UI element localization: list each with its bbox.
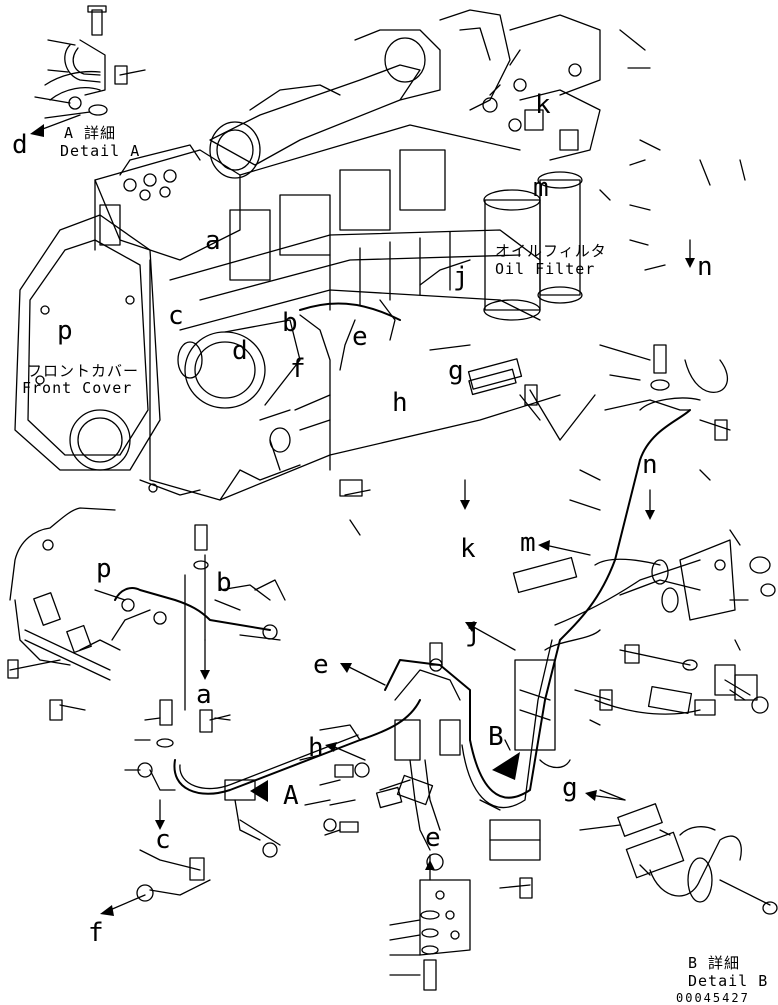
oil-filter-label-en: Oil Filter <box>495 260 596 278</box>
callout-e-bottom: e <box>425 823 441 853</box>
detail-b-label-jp: B 詳細 <box>688 954 741 972</box>
callout-f-engine: f <box>290 354 306 384</box>
detail-a-label-en: Detail A <box>60 142 141 160</box>
callout-e-engine: e <box>352 322 368 352</box>
callout-h-harness: h <box>308 733 324 763</box>
callout-b-engine: b <box>282 308 298 338</box>
callout-c-harness: c <box>155 825 171 855</box>
callout-p-engine: p <box>57 316 73 346</box>
callout-j-engine: j <box>453 262 469 292</box>
callout-h-engine: h <box>392 388 408 418</box>
callout-n-harness: n <box>642 450 658 480</box>
detail-a-label-jp: A 詳細 <box>64 124 117 142</box>
callout-c-engine: c <box>168 301 184 331</box>
callout-j-harness: j <box>465 618 481 648</box>
callout-a-harness: a <box>196 680 212 710</box>
front-cover-label-en: Front Cover <box>22 379 133 397</box>
engine-block <box>14 9 601 501</box>
callout-e-harness: e <box>313 650 329 680</box>
callout-m-engine: m <box>533 173 549 203</box>
detail-a-drawing <box>44 5 146 116</box>
callout-a-engine: a <box>205 226 221 256</box>
callout-g-harness: g <box>562 773 578 803</box>
callout-d-engine: d <box>232 336 248 366</box>
callout-m-harness: m <box>520 528 536 558</box>
detail-b-label-en: Detail B <box>688 972 769 990</box>
part-number: 00045427 <box>676 991 750 1005</box>
callout-k-engine: k <box>535 90 551 120</box>
arrowheads <box>30 124 695 916</box>
callout-k-harness: k <box>460 534 476 564</box>
callout-p-harness: p <box>96 554 112 584</box>
arrow-d-detail <box>39 114 81 131</box>
oil-filter-label-jp: オイルフィルタ <box>495 242 607 260</box>
callout-g-engine: g <box>448 356 464 386</box>
callout-B-harness: B <box>488 722 504 752</box>
callout-f-harness: f <box>88 918 104 948</box>
front-cover-label-jp: フロントカバー <box>27 362 140 380</box>
harness-exploded-view <box>7 29 778 991</box>
callout-b-harness: b <box>216 568 232 598</box>
callout-n-engine: n <box>697 252 713 282</box>
callout-A-harness: A <box>283 781 299 811</box>
callout-d-detail-a: d <box>12 130 28 160</box>
